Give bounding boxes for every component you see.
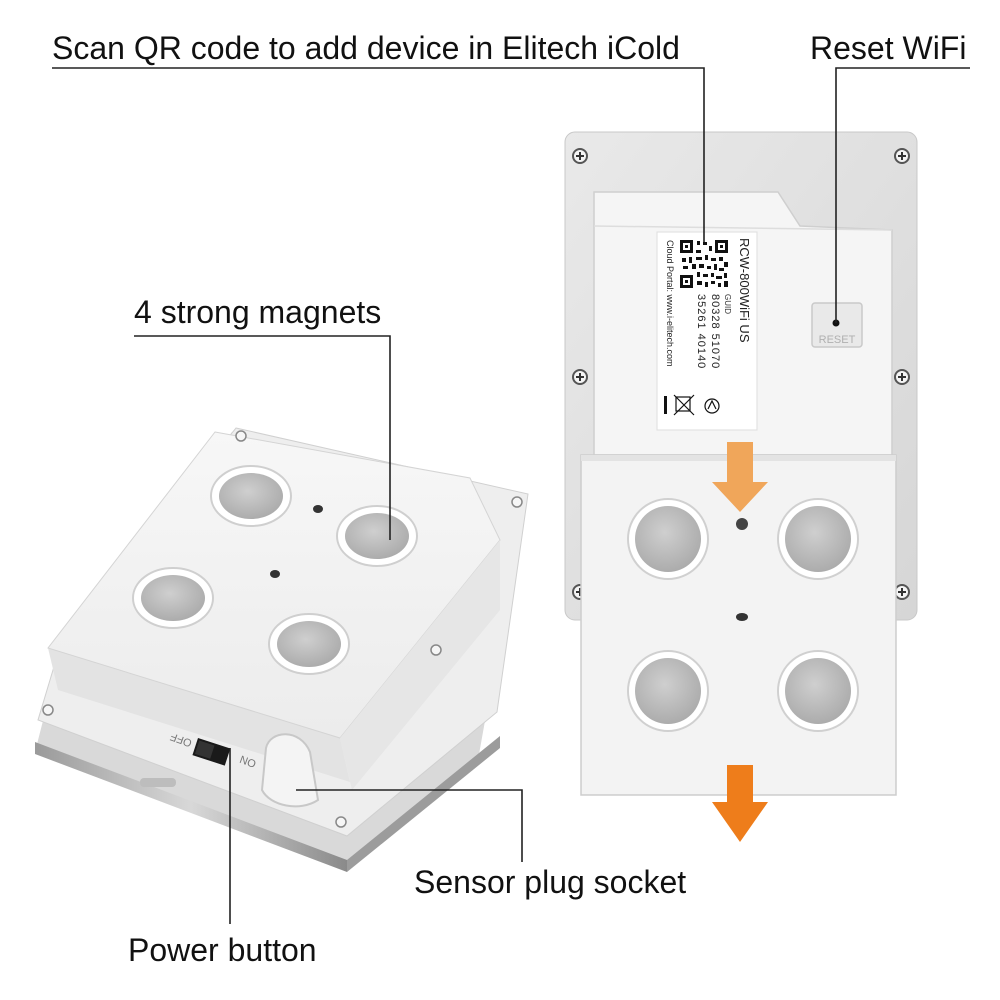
- screw-icon: [894, 369, 910, 385]
- magnet: [777, 498, 859, 580]
- magnet: [627, 650, 709, 732]
- device-label-sticker: RCW-800WiFi US GUID 80328 51070 35261 40…: [656, 231, 758, 431]
- leader-lines: [52, 67, 970, 924]
- switch-on-label: ON: [238, 752, 258, 769]
- screw-icon: [572, 369, 588, 385]
- qr-code: [677, 237, 731, 291]
- left-device: OFF ON: [35, 427, 529, 872]
- compliance-bar-icon: [664, 396, 667, 414]
- sensor-leader-line: [296, 789, 523, 862]
- reset-button[interactable]: RESET: [811, 302, 863, 348]
- magnet: [268, 613, 350, 675]
- screw-icon: [235, 430, 247, 442]
- mount-hole: [736, 518, 748, 530]
- left-device-housing-front: [340, 540, 500, 790]
- right-device: RCW-800WiFi US GUID 80328 51070 35261 40…: [564, 131, 918, 842]
- magnet: [132, 567, 214, 629]
- screw-icon: [335, 816, 347, 828]
- guid-line-2: 35261 40140: [695, 294, 707, 369]
- sensor-socket-callout: Sensor plug socket: [414, 864, 687, 900]
- mount-hole: [313, 505, 323, 513]
- mount-hole: [736, 613, 748, 621]
- power-switch[interactable]: [192, 738, 231, 766]
- reset-leader-line: [835, 67, 970, 323]
- screw-icon: [430, 644, 442, 656]
- screw-icon: [894, 584, 910, 600]
- guid-line-1: 80328 51070: [709, 294, 721, 369]
- magnets-callout: 4 strong magnets: [134, 294, 382, 330]
- guid-caption: GUID: [723, 294, 732, 314]
- weee-bin-icon: [673, 394, 695, 416]
- cloud-portal: Cloud Portal: www.i-elitech.com: [665, 240, 675, 367]
- magnet: [777, 650, 859, 732]
- device-model: RCW-800WiFi US: [737, 238, 752, 343]
- screw-icon: [511, 496, 523, 508]
- qr-code-callout: Scan QR code to add device in Elitech iC…: [52, 30, 680, 66]
- magnet: [336, 505, 418, 567]
- left-device-metal-edge: [35, 742, 347, 872]
- reset-wifi-callout: Reset WiFi: [810, 30, 967, 66]
- screw-icon: [572, 148, 588, 164]
- power-button-callout: Power button: [128, 932, 317, 968]
- magnet: [627, 498, 709, 580]
- screw-icon: [42, 704, 54, 716]
- reset-button-label: RESET: [819, 334, 856, 346]
- arrow-down-icon: [712, 442, 768, 512]
- magnets-leader-line: [134, 335, 391, 540]
- arrow-down-icon: [712, 765, 768, 842]
- sensor-socket: [260, 733, 320, 808]
- magnet: [210, 465, 292, 527]
- certification-icon: [704, 398, 720, 414]
- mount-hole: [270, 570, 280, 578]
- usb-port: [140, 778, 176, 787]
- screw-icon: [894, 148, 910, 164]
- left-device-metal-edge-right: [347, 736, 500, 872]
- qr-leader-line: [52, 67, 705, 242]
